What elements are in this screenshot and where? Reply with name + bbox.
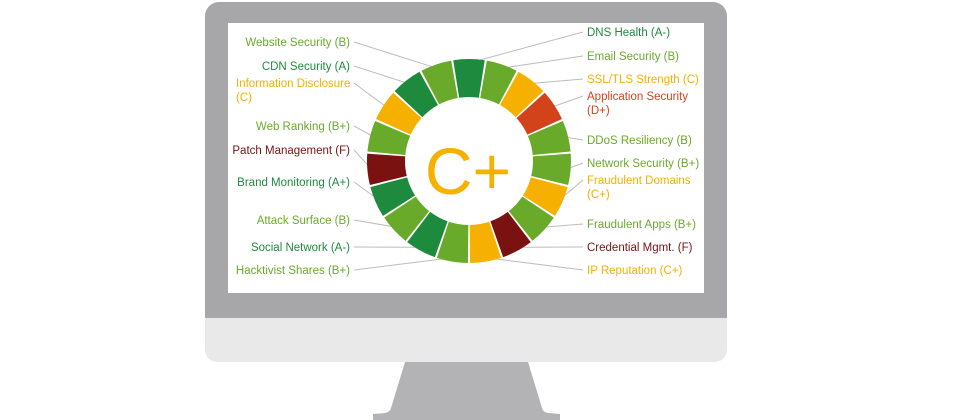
ring-segment <box>480 60 517 105</box>
category-label: Network Security (B+) <box>587 158 699 170</box>
ring-segment <box>367 153 407 186</box>
ring-segment <box>490 211 531 258</box>
category-label: Website Security (B) <box>245 37 350 49</box>
category-label: Patch Management (F) <box>232 145 350 157</box>
overall-grade: C+ <box>425 134 511 208</box>
leader-lines <box>353 31 584 271</box>
ring-segment <box>376 92 422 135</box>
category-label: Application Security <box>587 91 688 103</box>
ring-segment <box>394 71 438 118</box>
ring-segment <box>436 221 469 263</box>
ring-segment <box>531 153 572 186</box>
category-label: IP Reputation (C+) <box>587 265 683 277</box>
leader-line <box>529 78 584 85</box>
ring-segment <box>508 196 554 241</box>
ring-segment <box>367 121 411 156</box>
category-label: Information Disclosure <box>236 78 350 90</box>
ring-segment <box>500 71 544 118</box>
ring-segment <box>469 221 502 263</box>
category-label-grade: (C) <box>236 92 252 104</box>
category-label: SSL/TLS Strength (C) <box>587 74 699 86</box>
category-label: Attack Surface (B) <box>257 215 350 227</box>
category-label: Email Security (B) <box>587 51 679 63</box>
category-labels: DNS Health (A-) Email Security (B) SSL/TLS… <box>232 27 699 277</box>
monitor-stand <box>373 362 560 420</box>
grade-ring <box>367 59 572 263</box>
leader-line <box>500 55 584 69</box>
category-label-grade: (C+) <box>587 189 610 201</box>
ring-segment <box>522 177 568 216</box>
category-label: Fraudulent Domains <box>587 175 691 187</box>
leader-line <box>353 41 438 69</box>
ring-segment <box>527 121 571 156</box>
leader-line <box>353 257 453 271</box>
ring-segment <box>516 92 562 135</box>
leader-line <box>550 95 584 108</box>
leader-line <box>468 31 584 64</box>
category-label: DDoS Resiliency (B) <box>587 135 692 147</box>
ring-segment <box>453 59 485 98</box>
category-label: CDN Security (A) <box>262 61 350 73</box>
category-label-grade: (D+) <box>587 105 610 117</box>
category-label: Fraudulent Apps (B+) <box>587 219 696 231</box>
category-label: Web Ranking (B+) <box>256 121 350 133</box>
category-label: Brand Monitoring (A+) <box>237 177 350 189</box>
category-label: Credential Mgmt. (F) <box>587 242 693 254</box>
ring-segment <box>407 211 448 258</box>
leader-line <box>353 82 388 108</box>
leader-line <box>541 223 584 228</box>
ring-segment <box>421 60 458 105</box>
leader-line <box>485 257 584 271</box>
leader-line <box>353 219 397 228</box>
monitor-chin <box>205 318 727 362</box>
ring-segment <box>370 177 416 216</box>
leader-line <box>353 65 409 85</box>
category-label: Social Network (A-) <box>251 242 350 254</box>
category-label: DNS Health (A-) <box>587 27 670 39</box>
ring-segment <box>384 196 430 241</box>
category-label: Hacktivist Shares (B+) <box>236 265 350 277</box>
